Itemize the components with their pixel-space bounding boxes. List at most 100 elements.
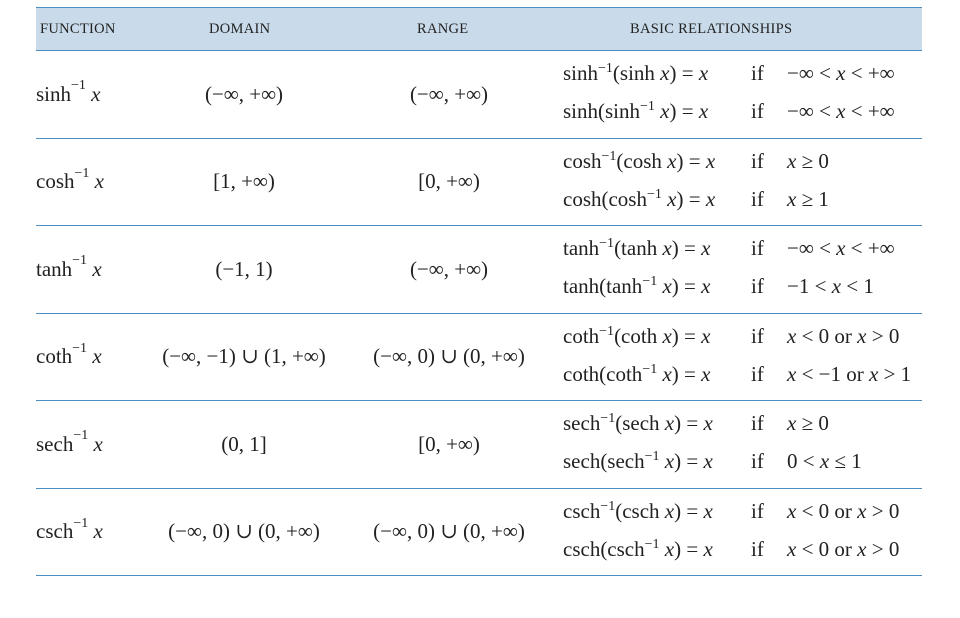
relationship-line: coth−1(coth x) = x if x < 0 or x > 0 [563, 323, 899, 353]
expr-pre: coth(coth [563, 361, 643, 386]
expr-superscript: −1 [600, 411, 616, 427]
relationship-if: if [751, 148, 764, 173]
function-name: sech [36, 431, 74, 456]
basic-relationships-cell: sinh−1(sinh x) = x if −∞ < x < +∞ sinh(s… [563, 51, 895, 138]
relationship-line: sinh(sinh−1 x) = x if −∞ < x < +∞ [563, 98, 895, 128]
function-superscript: −1 [74, 165, 90, 181]
expr-pre: sech [563, 411, 601, 436]
expr-pre: tanh [563, 236, 600, 261]
expr-superscript: −1 [640, 99, 655, 115]
function-cell: sinh−1 x [36, 51, 101, 138]
basic-relationships-cell: sech−1(sech x) = x if x ≥ 0 sech(sech−1 … [563, 401, 862, 488]
expr-post: x) = x [662, 274, 711, 299]
relationship-expression: sinh−1(sinh x) = x [563, 60, 751, 90]
relationship-if: if [751, 323, 764, 348]
domain-cell: (−∞, −1) ∪ (1, +∞) [162, 344, 326, 369]
relationship-if: if [751, 361, 764, 386]
function-cell: coth−1 x [36, 314, 102, 401]
expr-post: x) = x [667, 186, 716, 211]
relationship-line: sech−1(sech x) = x if x ≥ 0 [563, 410, 829, 440]
expr-pre: sinh(sinh [563, 99, 641, 124]
relationship-if: if [751, 536, 764, 561]
expr-post: (cosh x) = x [616, 148, 716, 173]
table-row: sinh−1 x (−∞, +∞) (−∞, +∞) sinh−1(sinh x… [36, 51, 922, 139]
relationship-line: tanh(tanh−1 x) = x if −1 < x < 1 [563, 273, 874, 303]
relationship-expression: tanh(tanh−1 x) = x [563, 273, 751, 303]
relationship-expression: tanh−1(tanh x) = x [563, 235, 751, 265]
table-row: coth−1 x (−∞, −1) ∪ (1, +∞) (−∞, 0) ∪ (0… [36, 314, 922, 401]
function-cell: csch−1 x [36, 489, 103, 576]
domain-cell: (−1, 1) [215, 256, 273, 281]
relationship-condition: x ≥ 0 [787, 411, 829, 436]
expr-pre: csch [563, 498, 601, 523]
expr-superscript: −1 [601, 148, 617, 164]
table-header: FUNCTION DOMAIN RANGE BASIC RELATIONSHIP… [36, 7, 922, 51]
relationship-line: cosh(cosh−1 x) = x if x ≥ 1 [563, 186, 829, 216]
function-variable: x [94, 169, 104, 194]
range-cell: [0, +∞) [418, 169, 480, 194]
function-variable: x [92, 344, 102, 369]
function-name: sinh [36, 81, 72, 106]
relationship-if: if [751, 449, 764, 474]
relationship-expression: sinh(sinh−1 x) = x [563, 98, 751, 128]
relationship-expression: cosh−1(cosh x) = x [563, 148, 751, 178]
expr-superscript: −1 [646, 186, 662, 202]
relationship-condition: x < 0 or x > 0 [787, 498, 900, 523]
function-name: tanh [36, 256, 73, 281]
range-cell: (−∞, 0) ∪ (0, +∞) [373, 519, 525, 544]
function-cell: sech−1 x [36, 401, 103, 488]
relationship-condition: x ≥ 1 [787, 186, 829, 211]
expr-superscript: −1 [642, 361, 658, 377]
relationship-line: csch(csch−1 x) = x if x < 0 or x > 0 [563, 536, 899, 566]
expr-pre: cosh [563, 148, 602, 173]
range-cell: [0, +∞) [418, 431, 480, 456]
relationship-if: if [751, 61, 764, 86]
relationship-condition: x < 0 or x > 0 [787, 536, 900, 561]
expr-post: x) = x [662, 361, 711, 386]
expr-superscript: −1 [600, 498, 616, 514]
relationship-expression: coth(coth−1 x) = x [563, 361, 751, 391]
range-cell: (−∞, +∞) [409, 81, 489, 106]
header-domain: DOMAIN [209, 21, 271, 37]
expr-pre: tanh(tanh [563, 274, 643, 299]
relationship-expression: coth−1(coth x) = x [563, 323, 751, 353]
table-body: sinh−1 x (−∞, +∞) (−∞, +∞) sinh−1(sinh x… [36, 51, 922, 576]
relationship-condition: x ≥ 0 [787, 148, 829, 173]
relationship-if: if [751, 498, 764, 523]
function-name: coth [36, 344, 73, 369]
relationship-line: coth(coth−1 x) = x if x < −1 or x > 1 [563, 361, 911, 391]
table-row: cosh−1 x [1, +∞) [0, +∞) cosh−1(cosh x) … [36, 139, 922, 226]
relationship-line: tanh−1(tanh x) = x if −∞ < x < +∞ [563, 235, 895, 265]
relationship-line: cosh−1(cosh x) = x if x ≥ 0 [563, 148, 829, 178]
relationship-line: csch−1(csch x) = x if x < 0 or x > 0 [563, 498, 899, 528]
table-row: csch−1 x (−∞, 0) ∪ (0, +∞) (−∞, 0) ∪ (0,… [36, 489, 922, 576]
function-superscript: −1 [71, 78, 86, 94]
expr-post: (csch x) = x [615, 498, 713, 523]
expr-superscript: −1 [644, 536, 660, 552]
expr-post: (sech x) = x [615, 411, 713, 436]
function-name: csch [36, 519, 74, 544]
function-variable: x [91, 81, 101, 106]
relationship-line: sech(sech−1 x) = x if 0 < x ≤ 1 [563, 448, 862, 478]
relationship-if: if [751, 274, 764, 299]
relationship-condition: x < 0 or x > 0 [787, 323, 900, 348]
expr-superscript: −1 [642, 274, 658, 290]
expr-superscript: −1 [644, 449, 660, 465]
relationship-if: if [751, 236, 764, 261]
header-basic-relationships: BASIC RELATIONSHIPS [630, 21, 793, 37]
header-range: RANGE [417, 21, 469, 37]
expr-pre: sinh [563, 61, 599, 86]
function-superscript: −1 [72, 253, 88, 269]
function-cell: cosh−1 x [36, 139, 104, 226]
domain-cell: (0, 1] [221, 431, 267, 456]
basic-relationships-cell: csch−1(csch x) = x if x < 0 or x > 0 csc… [563, 489, 899, 576]
relationship-condition: x < −1 or x > 1 [787, 361, 912, 386]
relationship-expression: sech(sech−1 x) = x [563, 448, 751, 478]
relationship-expression: csch−1(csch x) = x [563, 498, 751, 528]
relationship-condition: −1 < x < 1 [787, 274, 874, 299]
hyperbolic-inverse-table: FUNCTION DOMAIN RANGE BASIC RELATIONSHIP… [36, 7, 922, 576]
basic-relationships-cell: tanh−1(tanh x) = x if −∞ < x < +∞ tanh(t… [563, 226, 895, 313]
relationship-expression: csch(csch−1 x) = x [563, 536, 751, 566]
relationship-if: if [751, 411, 764, 436]
function-variable: x [93, 519, 103, 544]
